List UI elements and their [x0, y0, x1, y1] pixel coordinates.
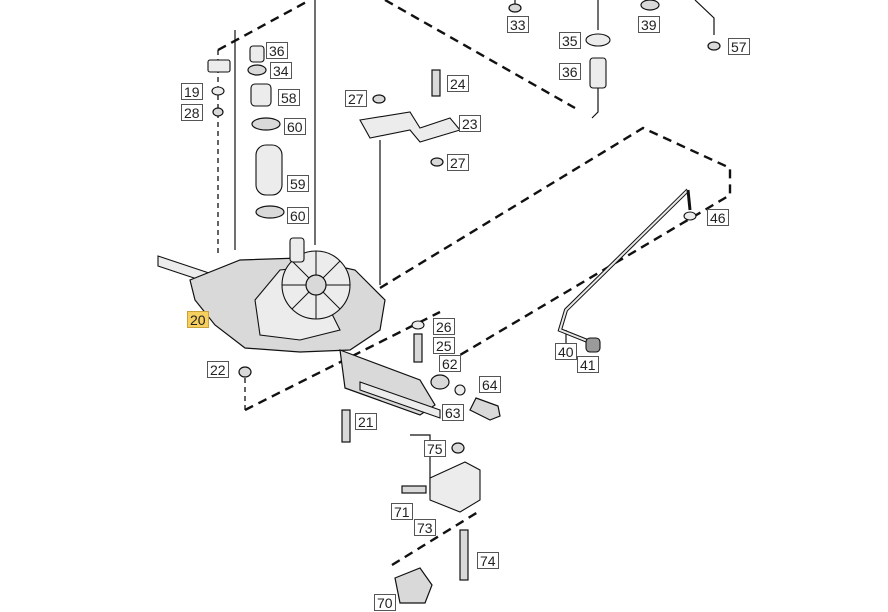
- dashed-guide-upper-right: [384, 0, 576, 110]
- callout-23[interactable]: 23: [459, 115, 481, 132]
- dashed-guide-bottom: [391, 510, 479, 567]
- nut-75: [451, 442, 465, 454]
- nut-27-upper: [372, 94, 386, 104]
- callout-70[interactable]: 70: [374, 594, 396, 611]
- callout-33[interactable]: 33: [507, 16, 529, 33]
- nut-33: [508, 3, 522, 13]
- callout-59[interactable]: 59: [287, 175, 309, 192]
- callout-63[interactable]: 63: [442, 404, 464, 421]
- callout-39[interactable]: 39: [638, 16, 660, 33]
- drive-stack: [247, 45, 285, 219]
- callout-36-top[interactable]: 36: [266, 42, 288, 59]
- callout-36-right[interactable]: 36: [559, 63, 581, 80]
- washer-46: [683, 211, 697, 221]
- callout-21[interactable]: 21: [355, 413, 377, 430]
- callout-62[interactable]: 62: [439, 355, 461, 372]
- callout-60-upper[interactable]: 60: [284, 118, 306, 135]
- clip-top: [207, 59, 231, 73]
- callout-28[interactable]: 28: [181, 104, 203, 121]
- callout-57[interactable]: 57: [728, 38, 750, 55]
- control-rod-40: [557, 188, 690, 344]
- callout-58[interactable]: 58: [278, 89, 300, 106]
- clamp-35: [585, 33, 611, 47]
- callout-64[interactable]: 64: [479, 376, 501, 393]
- callout-24[interactable]: 24: [447, 75, 469, 92]
- callout-35[interactable]: 35: [559, 32, 581, 49]
- bracket-73: [429, 461, 481, 513]
- callout-19[interactable]: 19: [181, 83, 203, 100]
- pin-36: [591, 88, 599, 119]
- nut-57: [707, 41, 721, 51]
- callout-40[interactable]: 40: [555, 343, 577, 360]
- mount-70: [394, 567, 433, 604]
- callout-26[interactable]: 26: [433, 318, 455, 335]
- callout-73[interactable]: 73: [414, 519, 436, 536]
- callout-34[interactable]: 34: [270, 62, 292, 79]
- callout-41[interactable]: 41: [577, 356, 599, 373]
- nut-27-lower: [430, 157, 444, 167]
- transaxle-assembly: [157, 237, 441, 419]
- callout-74[interactable]: 74: [477, 552, 499, 569]
- nut-28: [212, 107, 224, 117]
- nut-22: [238, 366, 252, 378]
- callout-20[interactable]: 20: [187, 311, 209, 328]
- valve-64: [469, 397, 501, 421]
- callout-75[interactable]: 75: [424, 440, 446, 457]
- callout-46[interactable]: 46: [707, 209, 729, 226]
- bolt-25: [413, 333, 423, 363]
- washer-19: [211, 86, 225, 96]
- bolt-21: [341, 409, 351, 443]
- bolt-71: [401, 485, 427, 494]
- rod-end-46: [686, 189, 692, 211]
- leader-73: [410, 434, 431, 495]
- bracket-57: [694, 0, 715, 35]
- nut-39: [640, 0, 660, 11]
- bolt-24: [431, 69, 441, 97]
- cap-41: [585, 337, 601, 353]
- fitting-62: [430, 374, 450, 390]
- callout-60-lower[interactable]: 60: [287, 207, 309, 224]
- callout-71[interactable]: 71: [391, 503, 413, 520]
- dashed-guide-top: [217, 0, 311, 52]
- callout-27-upper[interactable]: 27: [345, 90, 367, 107]
- oring-63: [454, 384, 466, 396]
- bushing-36: [589, 57, 607, 89]
- washer-26: [411, 320, 425, 330]
- callout-25[interactable]: 25: [433, 337, 455, 354]
- callout-22[interactable]: 22: [207, 361, 229, 378]
- bolt-74: [459, 529, 469, 581]
- callout-27-lower[interactable]: 27: [447, 154, 469, 171]
- bracket-23: [359, 111, 461, 143]
